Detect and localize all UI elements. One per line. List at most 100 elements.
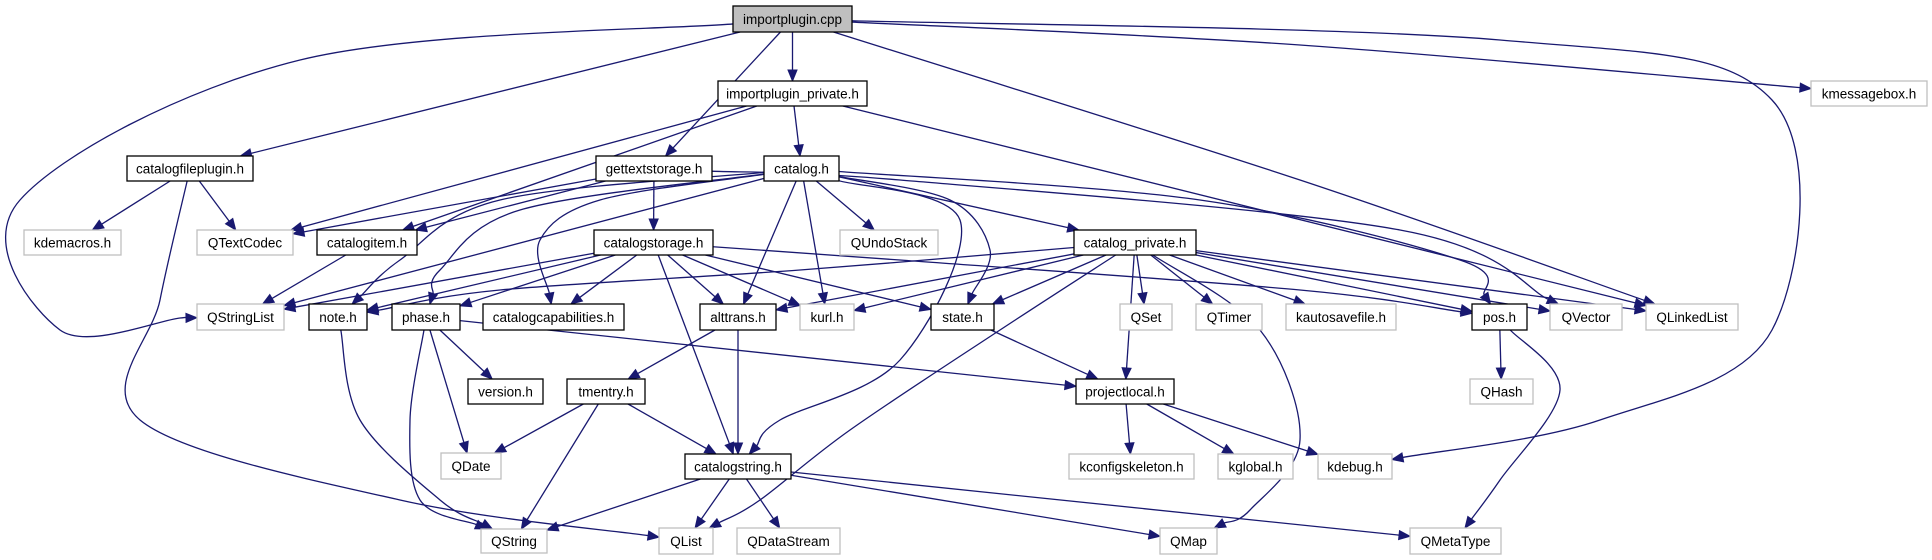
node-label: QLinkedList [1656,310,1728,325]
node-label: kglobal.h [1228,459,1282,474]
node-importplugin-cpp[interactable]: importplugin.cpp [732,5,853,33]
node-box [467,378,544,405]
edge-line [340,329,484,525]
node-catalogitem-h[interactable]: catalogitem.h [316,229,418,256]
node-label: catalogcapabilities.h [493,310,615,325]
node-box [308,303,368,331]
edge-line [412,105,758,227]
node-label: QVector [1562,310,1611,325]
edge-line [1163,403,1308,452]
edge-phase_h-to-QDate [429,329,469,455]
edge-line [537,173,765,294]
node-label: QList [670,534,702,549]
edge-line [1169,254,1295,301]
node-box [1068,453,1195,480]
edge-line [790,471,1400,536]
node-importplugin-private-h[interactable]: importplugin_private.h [717,80,868,107]
edge-catalog_h-to-QUndoStack [815,180,876,231]
edge-line [430,173,765,294]
node-gettextstorage-h[interactable]: gettextstorage.h [595,155,713,182]
edge-catalogstring_h-to-QString [545,478,701,532]
arrowhead-icon [626,368,641,380]
node-label: QTimer [1207,310,1252,325]
arrowhead-icon [1292,295,1307,306]
edge-line [429,329,465,443]
node-version-h[interactable]: version.h [467,378,544,405]
arrowhead-icon [1200,292,1214,305]
node-catalog-h[interactable]: catalog.h [763,155,840,182]
edge-catalogstring_h-to-QMetaType [790,471,1412,541]
edge-phase_h-to-projectlocal_h [459,319,1078,391]
node-catalog-private-h[interactable]: catalog_private.h [1073,229,1197,256]
edge-line [439,329,485,372]
edge-pos_h-to-QMetaType [1464,329,1561,530]
edge-catalog_private_h-to-QLinkedList [1195,250,1648,315]
node-catalogstorage-h[interactable]: catalogstorage.h [593,229,714,256]
arrowhead-icon [1121,367,1132,381]
arrowhead-icon [91,219,105,231]
node-catalogfileplugin-h[interactable]: catalogfileplugin.h [126,155,254,182]
node-tmentry-h[interactable]: tmentry.h [566,378,646,405]
node-box [699,303,777,331]
node-box [316,229,418,256]
node-box [684,453,792,480]
node-state-h[interactable]: state.h [930,303,995,331]
node-label: phase.h [402,310,450,325]
node-note-h[interactable]: note.h [308,303,368,331]
arrowhead-icon [282,301,297,313]
node-label: QUndoStack [851,235,928,250]
node-box [930,303,995,331]
edge-line [124,180,649,537]
edge-importplugin_private_h-to-catalog_h [793,105,804,158]
node-box [1195,303,1263,331]
arrowhead-icon [1545,294,1560,305]
arrowhead-icon [711,292,725,305]
edge-catalogfileplugin_h-to-kdemacros_h [91,180,171,231]
node-box [1317,453,1393,480]
edge-catalogstorage_h-to-catalogstring_h [657,254,735,456]
edge-line [470,254,616,304]
node-box [732,5,853,33]
edge-line [409,329,477,526]
edge-catalog_h-to-catalogcapabilities_h [537,173,765,306]
edge-catalog_private_h-to-alttrans_h [774,253,1075,313]
edge-catalogstorage_h-to-catalogcapabilities_h [569,254,638,305]
edge-line [815,180,867,224]
edge-line [1470,329,1561,520]
arrowhead-icon [1495,367,1507,381]
node-box [658,527,714,555]
arrowhead-icon [1633,297,1648,308]
arrowhead-icon [414,222,428,233]
node-pos-h[interactable]: pos.h [1471,303,1528,331]
edge-projectlocal_h-to-kdebug_h [1163,403,1320,456]
edge-importplugin_cpp-to-importplugin_private_h [787,32,798,83]
node-label: QHash [1480,384,1522,399]
arrowhead-icon [569,292,584,305]
node-qlist: QList [658,527,714,555]
arrowhead-icon [458,440,469,455]
node-box [1285,303,1397,331]
edge-line [842,105,1636,304]
node-box [566,378,646,405]
node-phase-h[interactable]: phase.h [391,303,461,331]
node-box [1469,378,1534,405]
node-label: importplugin_private.h [726,86,859,101]
arrowhead-icon [748,441,761,455]
edge-line [756,180,963,447]
edge-line [851,21,1801,89]
arrowhead-icon [1085,369,1099,380]
node-label: kmessagebox.h [1822,86,1917,101]
edge-tmentry_h-to-catalogstring_h [627,403,718,455]
node-alttrans-h[interactable]: alttrans.h [699,303,777,331]
edge-line [667,254,716,298]
edge-projectlocal_h-to-kglobal_h [1146,403,1235,455]
node-catalogcapabilities-h[interactable]: catalogcapabilities.h [482,303,625,331]
node-catalogstring-h[interactable]: catalogstring.h [684,453,792,480]
arrowhead-icon [1221,443,1235,455]
edge-line [838,170,1490,296]
node-label: catalogfileplugin.h [136,161,244,176]
node-label: QDataStream [747,534,830,549]
node-label: catalogitem.h [327,235,407,250]
node-projectlocal-h[interactable]: projectlocal.h [1075,378,1175,405]
